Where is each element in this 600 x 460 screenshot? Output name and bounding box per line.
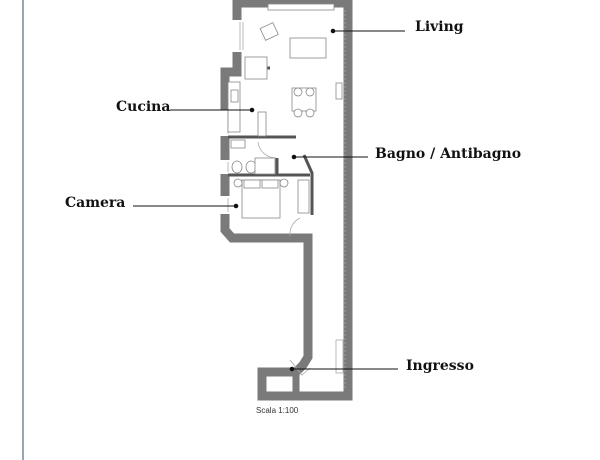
page-border-line [22,0,24,460]
room-label-living: Living [415,19,464,35]
furniture [227,3,343,219]
scale-label: Scala 1:100 [256,406,299,415]
walls [220,0,353,401]
room-label-kitchen: Cucina [116,99,171,115]
leader-lines [133,28,405,372]
room-label-entrance: Ingresso [406,358,474,374]
room-label-bedroom: Camera [65,195,126,211]
room-label-bathroom: Bagno / Antibagno [375,146,522,162]
